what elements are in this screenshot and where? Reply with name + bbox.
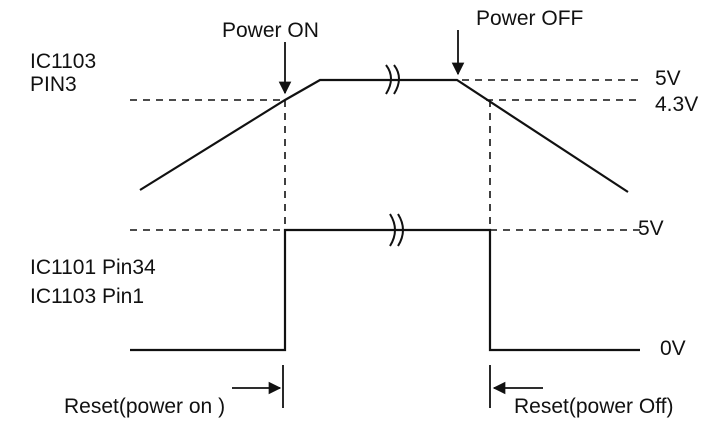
bottom-signal-label-line2: IC1103 Pin1 (30, 285, 145, 308)
top-break-mark (385, 64, 400, 95)
reset-power-on-label: Reset(power on ) (64, 395, 226, 418)
power-off-label: Power OFF (476, 7, 584, 30)
reset-power-off-label: Reset(power Off) (514, 395, 674, 418)
top-5v-level-label: 5V (655, 67, 681, 90)
bottom-signal-label-line1: IC1101 Pin34 (30, 256, 156, 279)
pin3-voltage-waveform (139, 78, 629, 193)
top-signal-label-line2: PIN3 (30, 73, 77, 96)
top-signal-label-line1: IC1103 (30, 50, 97, 73)
power-on-label: Power ON (222, 19, 319, 42)
reset-signal-waveform (130, 228, 640, 352)
threshold-level-label: 4.3V (655, 93, 699, 116)
bottom-0v-level-label: 0V (660, 337, 686, 360)
bottom-5v-level-label: 5V (638, 217, 664, 240)
